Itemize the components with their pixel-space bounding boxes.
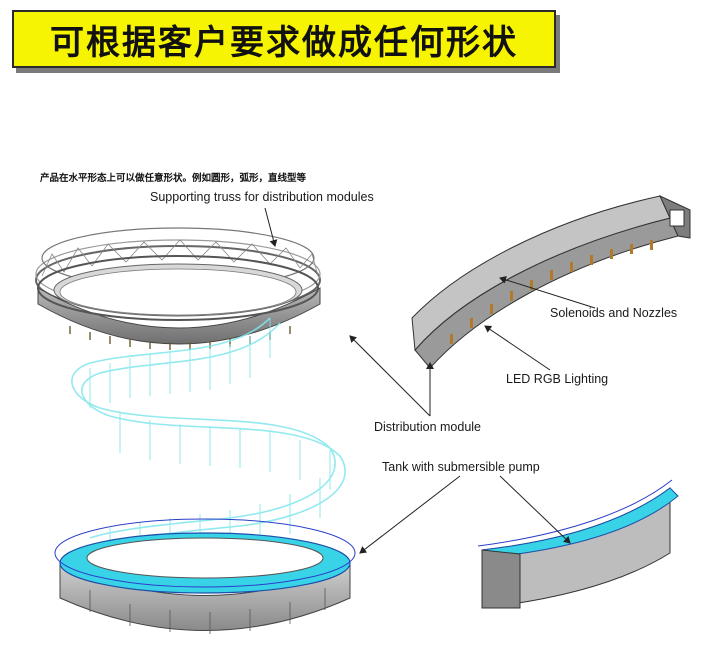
fountain-diagram: 产品在水平形态上可以做任意形状。例如圆形，弧形，直线型等 Supporting … xyxy=(30,158,696,640)
arc-tank xyxy=(477,479,679,609)
pointer-lines xyxy=(264,207,596,554)
title-text: 可根据客户要求做成任何形状 xyxy=(50,22,518,63)
arc-distribution-module xyxy=(411,194,691,369)
title-banner: 可根据客户要求做成任何形状 xyxy=(12,10,556,68)
label-solenoids-nozzles: Solenoids and Nozzles xyxy=(550,306,678,320)
label-tank-pump: Tank with submersible pump xyxy=(382,460,540,474)
distribution-ring-top xyxy=(37,255,321,350)
label-supporting-truss: Supporting truss for distribution module… xyxy=(150,190,374,204)
water-curtain xyxy=(71,317,346,568)
tank-ring xyxy=(54,518,356,634)
diagram-graphic xyxy=(35,194,691,634)
shape-note: 产品在水平形态上可以做任意形状。例如圆形，弧形，直线型等 xyxy=(40,173,307,184)
label-led-rgb-lighting: LED RGB Lighting xyxy=(506,372,609,386)
label-distribution-module: Distribution module xyxy=(374,420,481,434)
